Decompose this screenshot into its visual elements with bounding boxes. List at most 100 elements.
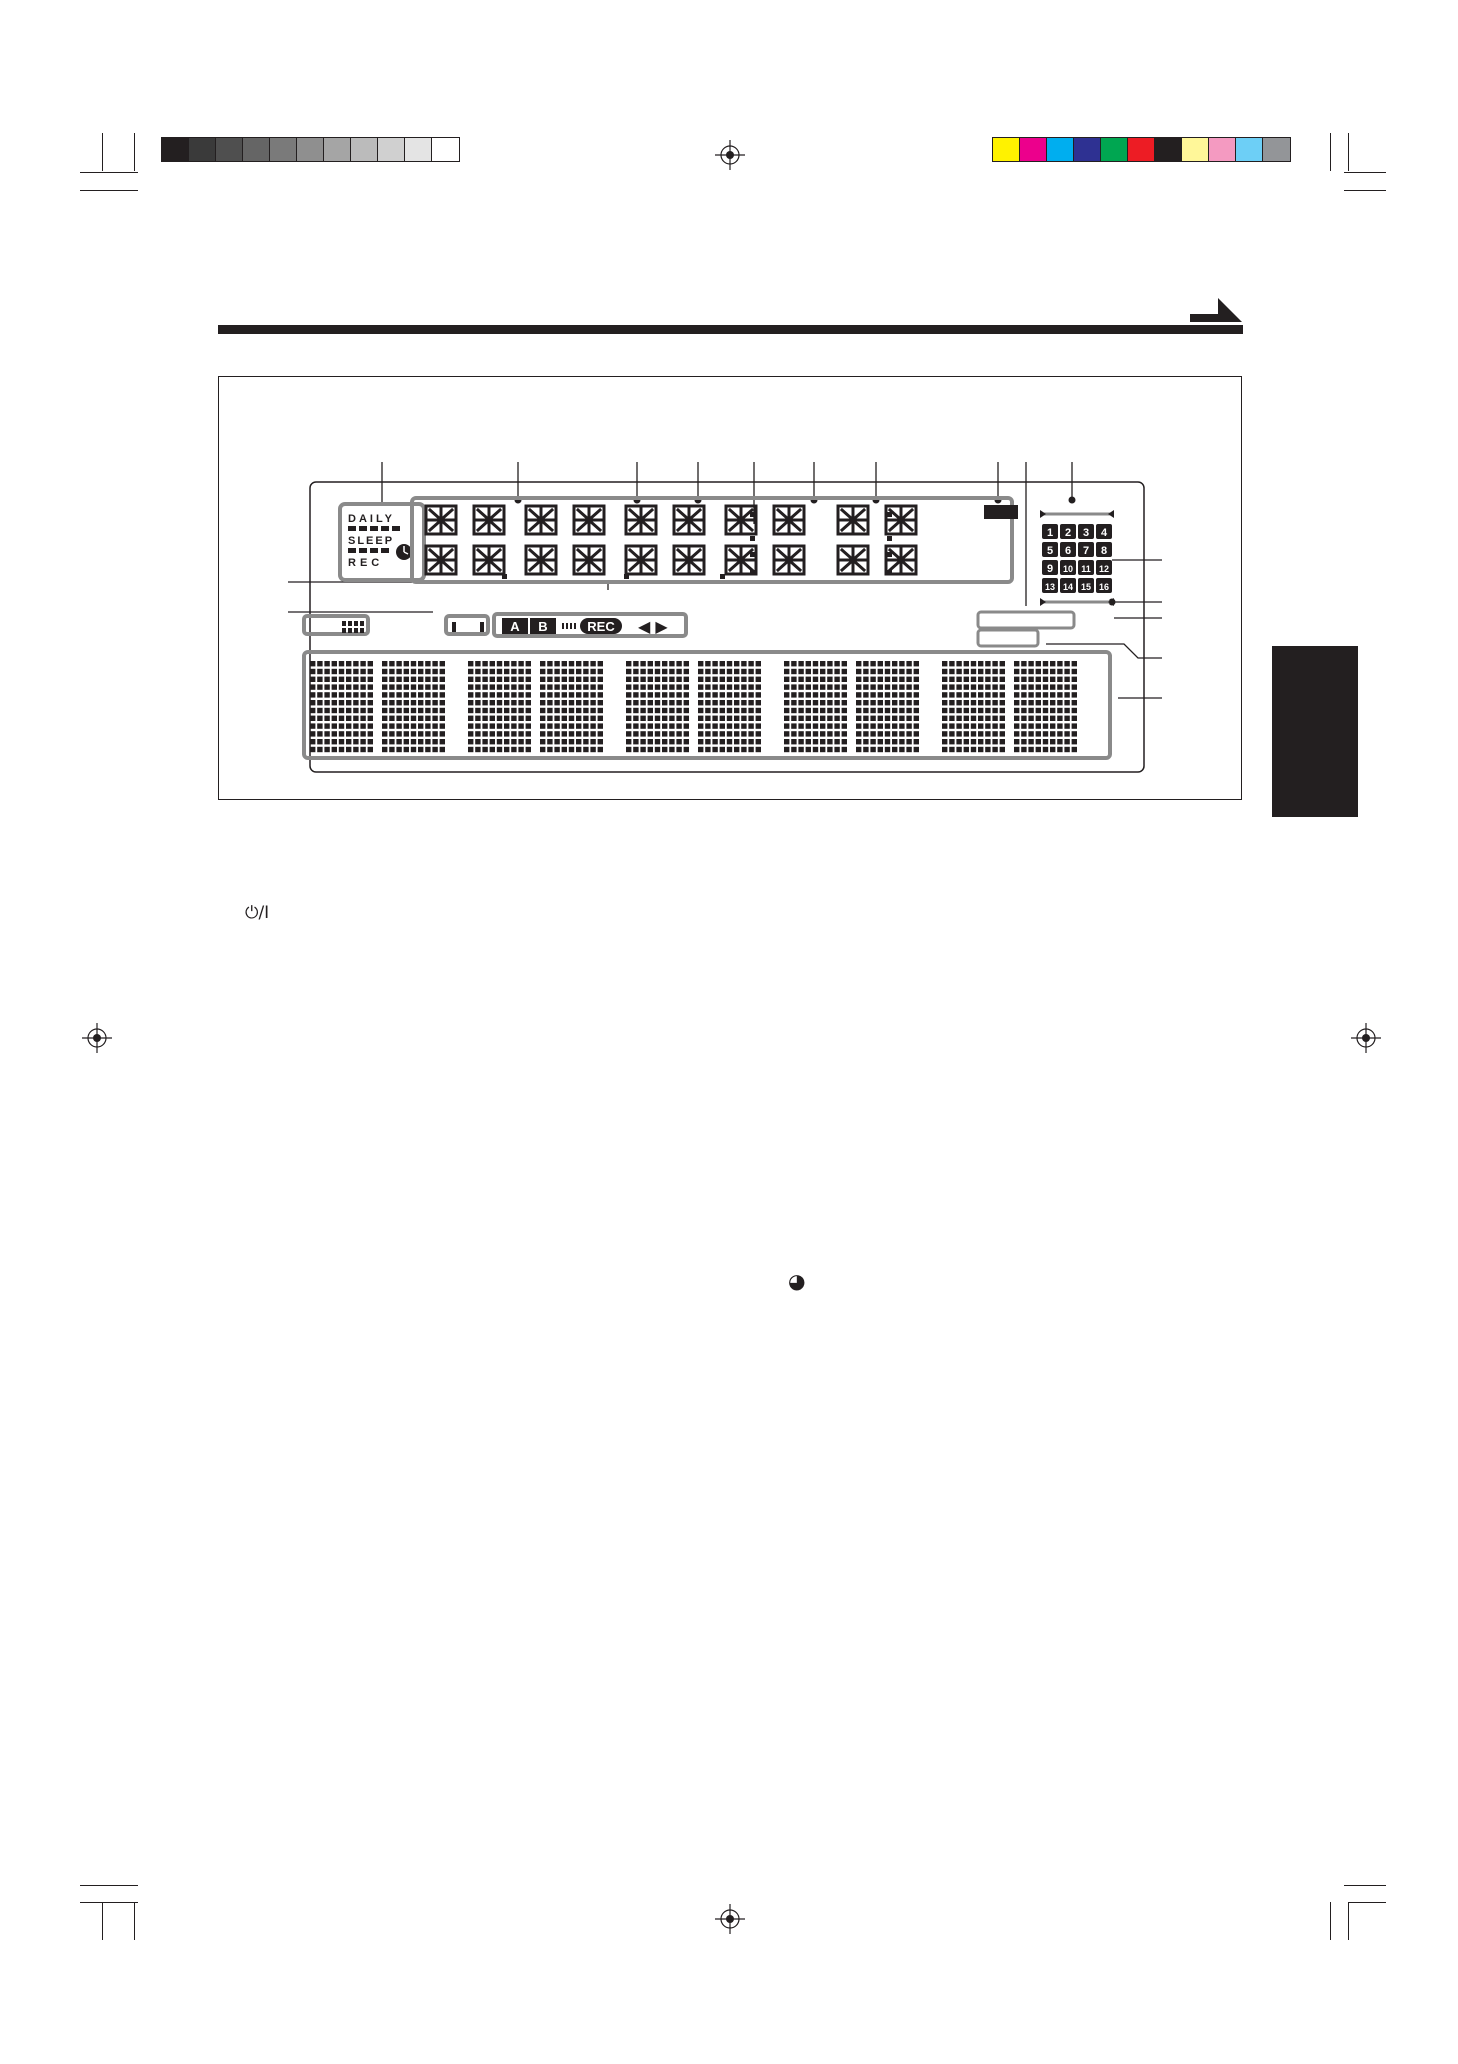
color-swatch	[1101, 138, 1128, 161]
color-swatch	[993, 138, 1020, 161]
color-swatch	[216, 138, 243, 161]
track-number-10: 10	[1060, 560, 1076, 575]
svg-text:7: 7	[1083, 545, 1089, 557]
power-symbol: ⏻/I	[245, 903, 270, 923]
registration-mark	[715, 1904, 745, 1934]
crop-mark	[1348, 1902, 1349, 1940]
svg-text:16: 16	[1099, 582, 1109, 592]
indicator-block	[984, 505, 1018, 519]
segment-character	[772, 544, 806, 576]
svg-text:1: 1	[1047, 527, 1053, 539]
dot-matrix-character	[382, 661, 445, 753]
registration-mark	[1351, 1023, 1381, 1053]
svg-text:5: 5	[1047, 545, 1053, 557]
color-swatch	[189, 138, 216, 161]
color-swatch	[270, 138, 297, 161]
crop-mark	[80, 1902, 138, 1903]
deck-b-label: B	[538, 619, 547, 634]
section-tab	[1272, 646, 1358, 817]
svg-text:13: 13	[1045, 582, 1055, 592]
track-number-6: 6	[1060, 542, 1076, 557]
svg-text:4: 4	[1101, 527, 1108, 539]
track-number-14: 14	[1060, 578, 1076, 593]
segment-character	[772, 504, 806, 536]
track-number-5: 5	[1042, 542, 1058, 557]
track-number-2: 2	[1060, 524, 1076, 539]
segment-character	[472, 544, 506, 576]
svg-text:11: 11	[1081, 564, 1091, 574]
segment-character	[724, 504, 758, 536]
dot-matrix-character	[698, 661, 761, 753]
crop-mark	[1344, 172, 1386, 173]
segment-character	[524, 504, 558, 536]
track-number-15: 15	[1078, 578, 1094, 593]
segment-character	[424, 544, 458, 576]
segment-character	[472, 504, 506, 536]
svg-text:15: 15	[1081, 582, 1091, 592]
color-swatch	[378, 138, 405, 161]
track-number-16: 16	[1096, 578, 1112, 593]
segment-character	[724, 544, 758, 576]
dot-matrix-character	[468, 661, 531, 753]
svg-text:8: 8	[1101, 545, 1107, 557]
dot-matrix-character	[1014, 661, 1077, 753]
track-number-1: 1	[1042, 524, 1058, 539]
header-rule	[218, 325, 1243, 334]
continue-arrow-icon	[1190, 298, 1242, 322]
dot-matrix-character	[540, 661, 603, 753]
crop-mark	[1330, 133, 1331, 171]
grayscale-bar	[161, 137, 460, 162]
direction-arrows-icon: ◀ ▶	[638, 617, 668, 636]
display-figure	[218, 376, 1242, 800]
dot-matrix-character	[942, 661, 1005, 753]
color-swatch	[297, 138, 324, 161]
clock-icon: ◕	[788, 1269, 806, 1293]
segment-character	[836, 504, 870, 536]
daily-label: DAILY	[348, 513, 395, 525]
segment-character	[624, 544, 658, 576]
crop-mark	[1348, 133, 1349, 171]
crop-mark	[134, 1902, 135, 1940]
track-number-13: 13	[1042, 578, 1058, 593]
color-swatch	[243, 138, 270, 161]
color-swatch	[432, 138, 459, 161]
segment-character	[836, 544, 870, 576]
color-swatch	[1020, 138, 1047, 161]
deck-a-label: A	[510, 619, 520, 634]
svg-text:6: 6	[1065, 545, 1071, 557]
segment-character	[424, 504, 458, 536]
dot-matrix-character	[784, 661, 847, 753]
segment-character	[672, 544, 706, 576]
crop-mark	[80, 172, 138, 173]
svg-text:12: 12	[1099, 564, 1109, 574]
segment-character	[884, 504, 918, 536]
color-swatch	[1209, 138, 1236, 161]
crop-mark	[1344, 1885, 1386, 1886]
segment-character	[572, 504, 606, 536]
rec-timer-label: REC	[348, 557, 383, 569]
color-swatch	[351, 138, 378, 161]
color-swatch	[1074, 138, 1101, 161]
segment-character	[624, 504, 658, 536]
segment-character	[672, 504, 706, 536]
track-number-9: 9	[1042, 560, 1058, 575]
crop-mark	[80, 1885, 138, 1886]
crop-mark	[134, 133, 135, 171]
dot-matrix-character	[626, 661, 689, 753]
segment-character	[884, 544, 918, 576]
registration-mark	[82, 1023, 112, 1053]
track-number-12: 12	[1096, 560, 1112, 575]
svg-text:14: 14	[1063, 582, 1073, 592]
rec-indicator: REC	[587, 619, 615, 634]
registration-mark	[715, 140, 745, 170]
crop-mark	[102, 1902, 103, 1940]
color-swatch	[1128, 138, 1155, 161]
dot-matrix-character	[310, 661, 373, 753]
color-swatch	[1155, 138, 1182, 161]
svg-text:9: 9	[1047, 563, 1053, 575]
color-swatch	[324, 138, 351, 161]
color-swatch	[1182, 138, 1209, 161]
crop-mark	[80, 190, 138, 191]
svg-text:10: 10	[1063, 564, 1073, 574]
